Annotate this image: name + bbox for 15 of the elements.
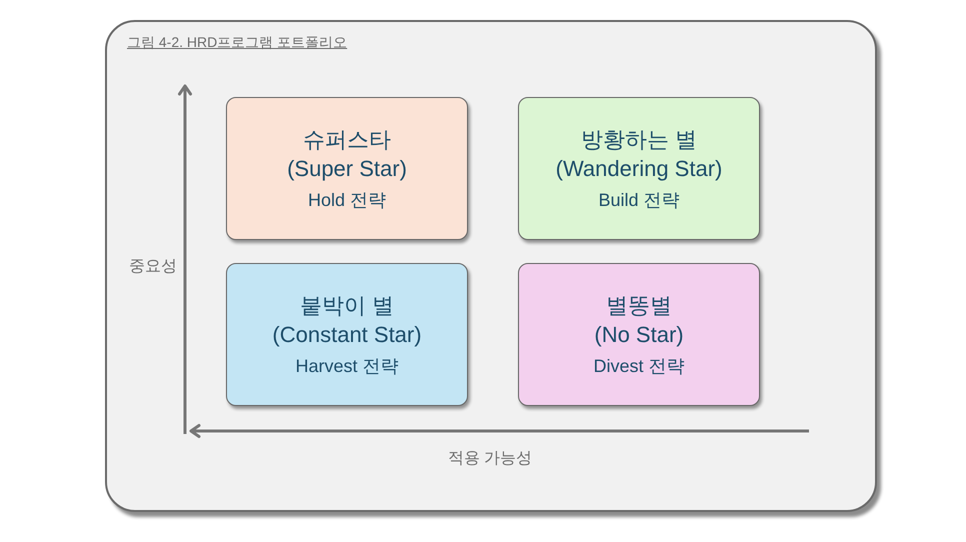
strategy-label: Divest 전략 (593, 355, 684, 378)
axis-label: 중요성 (129, 257, 177, 277)
figure-title: 그림 4-2. HRD프로그램 포트폴리오 (127, 33, 348, 51)
quadrant-title: 방황하는 별 (Wandering Star) (554, 126, 724, 183)
axis-label: 적용 가능성 (448, 449, 532, 469)
strategy-label: Harvest 전략 (295, 355, 399, 378)
quadrant-title: 별똥별 (No Star) (593, 292, 685, 349)
quadrant-title: 붙박이 별 (Constant Star) (271, 292, 423, 349)
quadrant-box (226, 97, 468, 240)
quadrant-box (518, 97, 760, 240)
quadrant-box (518, 263, 760, 406)
strategy-label: Build 전략 (598, 189, 680, 212)
quadrant-box (226, 263, 468, 406)
strategy-label: Hold 전략 (308, 189, 386, 212)
quadrant-title: 슈퍼스타 (Super Star) (286, 126, 408, 183)
